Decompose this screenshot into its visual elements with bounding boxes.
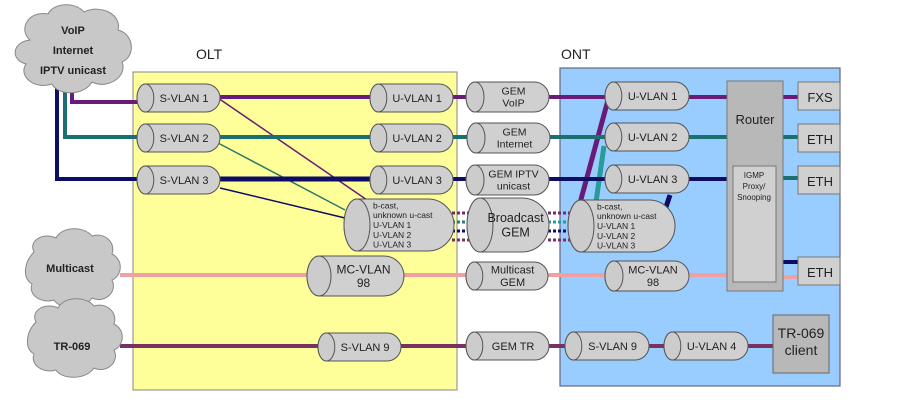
tr069-client: TR-069 client [772,314,830,374]
voip-path [70,66,798,204]
port-eth-2: ETH [797,165,841,195]
ont-u-vlan-3-label-1: U-VLAN 3 [628,174,678,186]
gem-iptv-label-1: GEM IPTV [488,169,538,181]
ont-bcast-label-2: unknown u-cast [597,211,657,221]
ont-bcast-label-1: b-cast, [597,201,623,211]
port-eth-3: ETH [797,256,841,286]
olt-s-vlan-3-label-1: S-VLAN 3 [160,175,209,187]
gem-voip-label-1: GEM [502,86,526,98]
ont-bcast-label-4: U-VLAN 2 [597,231,636,241]
olt-bcast-label-1: b-cast, [373,200,399,210]
olt-u-vlan-3: U-VLAN 3 [369,165,454,195]
olt-bcast-label-4: U-VLAN 2 [373,230,412,240]
olt-bcast-label-2: unknown u-cast [373,210,433,220]
olt-s-vlan-9-label-1: S-VLAN 9 [341,342,390,354]
port-fxs: FXS [797,81,841,111]
ont-mc-vlan-label-1: MC-VLAN [628,265,678,277]
gem-internet-label-1: GEM [503,127,527,139]
ont-u-vlan-4-label-1: U-VLAN 4 [687,341,737,353]
ont-u-vlan-2: U-VLAN 2 [604,122,690,152]
ont-s-vlan-9-label-1: S-VLAN 9 [588,341,637,353]
ont-bcast-label-3: U-VLAN 1 [597,221,636,231]
gem-broadcast-label-1: Broadcast [487,211,544,225]
gem-voip-label-2: VoIP [502,98,524,110]
olt-s-vlan-1-label-1: S-VLAN 1 [160,93,209,105]
gem-tr: GEM TR [465,331,550,361]
ont-mc-vlan-label-2: 98 [647,277,659,289]
igmp-line-1: IGMP [744,171,764,180]
ont-s-vlan-9: S-VLAN 9 [564,331,650,361]
router: Router IGMP Proxy/ Snooping [726,80,784,292]
ont-u-vlan-4: U-VLAN 4 [663,331,749,361]
ont-u-vlan-1-label-1: U-VLAN 1 [628,91,678,103]
igmp-line-3: Snooping [737,193,771,202]
olt-u-vlan-2-label-1: U-VLAN 2 [392,133,442,145]
gem-tr-label-1: GEM TR [492,341,535,353]
cloud-services: VoIP Internet IPTV unicast [14,4,132,94]
cloud-multicast: Multicast [25,228,121,308]
multicast-path [120,273,798,279]
olt-mc-vlan-label-1: MC-VLAN [336,262,390,276]
ont-u-vlan-1: U-VLAN 1 [604,81,690,111]
cloud-tr069-label: TR-069 [54,341,91,353]
ont-bcast-label-5: U-VLAN 3 [597,241,636,251]
gem-multicast-label-2: GEM [500,277,525,289]
olt-u-vlan-2: U-VLAN 2 [369,123,454,153]
olt-bcast-label-3: U-VLAN 1 [373,220,412,230]
port-eth-1: ETH [797,123,841,153]
cloud-tr069: TR-069 [27,298,123,378]
olt-s-vlan-2: S-VLAN 2 [136,123,221,153]
olt-s-vlan-9: S-VLAN 9 [317,332,402,362]
port-fxs-label: FXS [807,90,833,105]
tr069-client-line-1: TR-069 [778,325,825,341]
ont-u-vlan-2-label-1: U-VLAN 2 [628,132,678,144]
cloud-services-line-3: IPTV unicast [40,65,106,77]
igmp-box [732,165,777,283]
olt-bcast-label-5: U-VLAN 3 [373,240,412,250]
router-label: Router [735,112,775,127]
tr069-client-line-2: client [785,342,818,358]
iptv-path [55,66,798,264]
port-eth-1-label: ETH [807,132,833,147]
cylinder-nodes: S-VLAN 1S-VLAN 2S-VLAN 3U-VLAN 1U-VLAN 2… [136,81,749,362]
gem-iptv-label-2: unicast [497,181,530,193]
cloud-multicast-label: Multicast [46,263,94,275]
olt-label: OLT [196,46,223,62]
gem-multicast-label-1: Multicast [491,265,534,277]
olt-s-vlan-3: S-VLAN 3 [136,165,221,195]
port-eth-3-label: ETH [807,265,833,280]
port-eth-2-label: ETH [807,174,833,189]
cloud-services-line-2: Internet [53,45,94,57]
olt-u-vlan-1: U-VLAN 1 [369,83,454,113]
olt-s-vlan-1: S-VLAN 1 [136,83,221,113]
igmp-line-2: Proxy/ [743,182,766,191]
cloud-services-line-1: VoIP [61,25,85,37]
ont-label: ONT [561,46,591,62]
olt-u-vlan-1-label-1: U-VLAN 1 [392,93,442,105]
ont-u-vlan-3: U-VLAN 3 [604,164,690,194]
gem-broadcast-label-2: GEM [501,226,529,240]
olt-mc-vlan-label-2: 98 [357,276,371,290]
olt-s-vlan-2-label-1: S-VLAN 2 [160,133,209,145]
gem-internet-label-2: Internet [497,139,533,151]
olt-u-vlan-3-label-1: U-VLAN 3 [392,175,442,187]
